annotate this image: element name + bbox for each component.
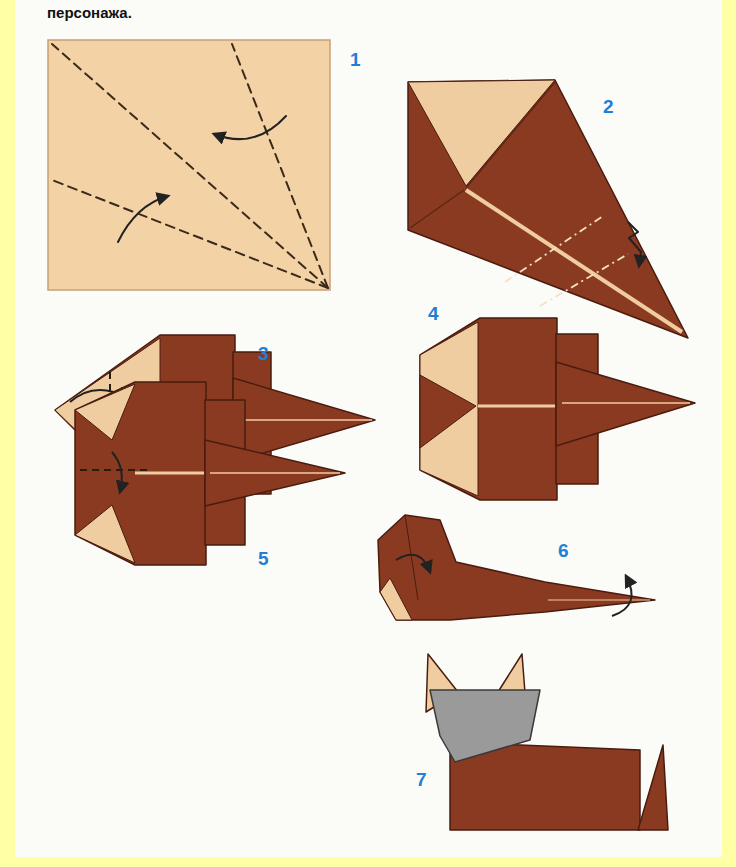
caption-fragment: персонажа. <box>47 5 132 22</box>
step-number: 6 <box>558 541 569 562</box>
step-6-fold <box>378 515 655 620</box>
step-1-square <box>48 40 330 290</box>
page-ground <box>15 0 722 857</box>
step-number: 1 <box>350 50 361 71</box>
step-7-cat <box>426 654 668 830</box>
step-number: 7 <box>416 770 427 791</box>
step-number: 5 <box>258 549 269 570</box>
step-2-kite <box>408 80 688 338</box>
step-number: 2 <box>603 97 614 118</box>
step-4-fold <box>420 318 695 500</box>
step-5-fold <box>75 382 345 565</box>
step-number: 3 <box>258 344 269 365</box>
step-number: 4 <box>428 304 439 325</box>
